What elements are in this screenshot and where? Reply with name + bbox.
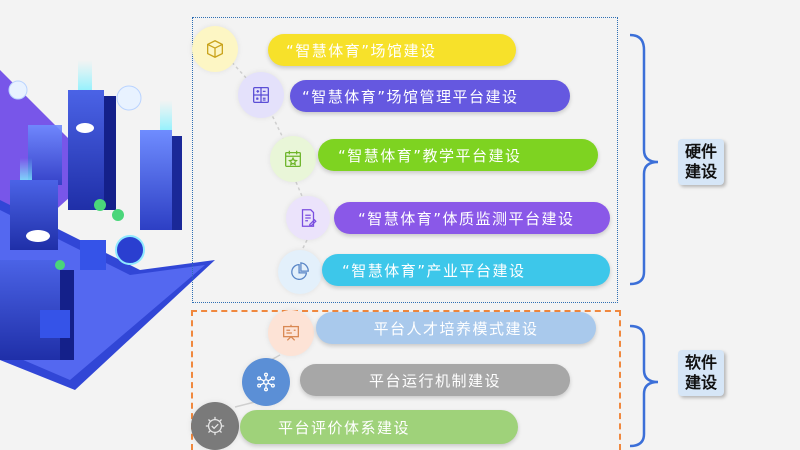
hardware-brace bbox=[629, 33, 659, 286]
calendar-star-icon bbox=[270, 136, 316, 182]
item-label: 平台评价体系建设 bbox=[278, 418, 411, 437]
hardware-group-frame bbox=[192, 17, 618, 303]
software-group-frame bbox=[191, 310, 621, 450]
item-label: “智慧体育”场馆建设 bbox=[286, 41, 437, 60]
item-teaching-platform[interactable]: “智慧体育”教学平台建设 bbox=[318, 139, 598, 171]
calculator-icon bbox=[238, 72, 284, 118]
pie-chart-icon bbox=[278, 250, 322, 294]
item-fitness-monitoring-platform[interactable]: “智慧体育”体质监测平台建设 bbox=[334, 202, 610, 234]
gear-check-icon bbox=[191, 402, 239, 450]
presentation-board-icon bbox=[268, 310, 314, 356]
item-label: “智慧体育”产业平台建设 bbox=[342, 261, 526, 280]
cube-icon bbox=[192, 26, 238, 72]
hardware-group-label: 硬件 建设 bbox=[678, 139, 724, 185]
network-icon bbox=[242, 358, 290, 406]
software-brace bbox=[629, 324, 659, 448]
item-evaluation-system[interactable]: 平台评价体系建设 bbox=[240, 410, 518, 444]
item-label: 平台人才培养模式建设 bbox=[373, 319, 539, 338]
item-label: “智慧体育”教学平台建设 bbox=[338, 146, 522, 165]
item-label: “智慧体育”场馆管理平台建设 bbox=[302, 87, 519, 106]
item-talent-training-model[interactable]: 平台人才培养模式建设 bbox=[316, 312, 596, 344]
smart-city-illustration bbox=[0, 60, 215, 390]
item-industry-platform[interactable]: “智慧体育”产业平台建设 bbox=[322, 254, 610, 286]
item-venue-construction[interactable]: “智慧体育”场馆建设 bbox=[268, 34, 516, 66]
document-pen-icon bbox=[286, 196, 330, 240]
item-label: 平台运行机制建设 bbox=[368, 371, 501, 390]
item-label: “智慧体育”体质监测平台建设 bbox=[358, 209, 575, 228]
item-operating-mechanism[interactable]: 平台运行机制建设 bbox=[300, 364, 570, 396]
item-venue-management-platform[interactable]: “智慧体育”场馆管理平台建设 bbox=[290, 80, 570, 112]
software-group-label: 软件 建设 bbox=[678, 350, 724, 396]
